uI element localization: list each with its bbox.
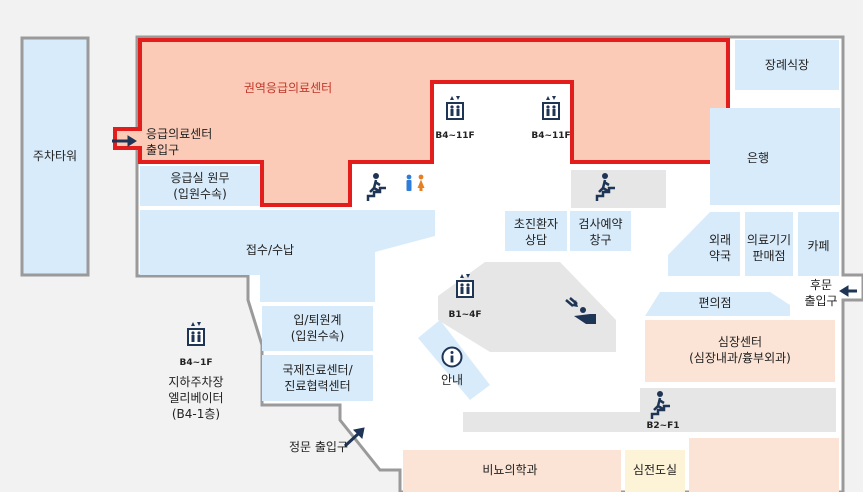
elevator-floor-label: B1~4F bbox=[448, 310, 482, 320]
admission-label: 입/퇴원계(입원수속) bbox=[290, 313, 345, 343]
entrance-arrow-icon bbox=[112, 135, 137, 147]
ecg-label: 심전도실 bbox=[632, 463, 678, 477]
restroom-icon bbox=[403, 174, 427, 196]
pharmacy-area[interactable] bbox=[668, 212, 740, 276]
funeral-hall-label: 장례식장 bbox=[764, 58, 810, 72]
cafe-label: 카페 bbox=[807, 239, 830, 253]
first-visit-area[interactable] bbox=[505, 211, 567, 251]
stairs-icon bbox=[366, 172, 388, 206]
reception-area[interactable] bbox=[140, 210, 435, 302]
heart-center-label: 심장센터(심장내과/흉부외과) bbox=[689, 335, 791, 365]
corridor-bottom bbox=[463, 388, 836, 432]
escalator-icon bbox=[564, 296, 600, 334]
bank-area[interactable] bbox=[710, 108, 840, 205]
emergency-admin-area[interactable] bbox=[140, 166, 260, 206]
convenience-area[interactable] bbox=[645, 292, 790, 316]
entrance-arrow-icon bbox=[839, 285, 857, 297]
funeral-hall-area[interactable] bbox=[735, 40, 839, 90]
medical-store-area[interactable] bbox=[745, 212, 793, 276]
elevator-icon bbox=[456, 272, 474, 310]
cafe-area[interactable] bbox=[798, 212, 839, 276]
stairs-icon bbox=[650, 390, 672, 424]
convenience-label: 편의점 bbox=[698, 296, 732, 310]
entrance-arrow-icon bbox=[343, 427, 365, 448]
emergency-admin-label: 응급실 원무(입원수속) bbox=[170, 171, 230, 201]
stairs-icon bbox=[595, 172, 617, 206]
urology-area[interactable] bbox=[403, 450, 621, 492]
right-bottom-room bbox=[689, 438, 839, 492]
admission-area[interactable] bbox=[262, 306, 373, 351]
bank-label: 은행 bbox=[746, 151, 770, 165]
info-label: 안내 bbox=[440, 373, 464, 387]
stairs-floor-label: B2~F1 bbox=[646, 421, 680, 431]
reception-label: 접수/수납 bbox=[245, 243, 295, 257]
emergency-center-label: 권역응급의료센터 bbox=[243, 81, 333, 95]
escalator-hall bbox=[438, 262, 616, 352]
elevator-icon bbox=[542, 94, 560, 132]
intl-center-label: 국제진료센터/진료협력센터 bbox=[282, 363, 353, 393]
elevator-icon bbox=[446, 94, 464, 132]
elevator-floor-label: B4~1F bbox=[179, 358, 213, 368]
ecg-area[interactable] bbox=[625, 450, 685, 492]
parking-tower-area[interactable] bbox=[20, 36, 90, 277]
exam-booking-area[interactable] bbox=[570, 211, 631, 251]
elevator-icon bbox=[187, 320, 205, 358]
urology-label: 비뇨의학과 bbox=[482, 463, 538, 477]
stairs-area-top bbox=[571, 170, 666, 208]
elevator-floor-label: B4~11F bbox=[531, 131, 571, 141]
parking-tower-label: 주차타워 bbox=[32, 149, 78, 163]
elevator-floor-label: B4~11F bbox=[435, 131, 475, 141]
main-entrance-label: 정문 출입구 bbox=[288, 440, 348, 454]
intl-center-area[interactable] bbox=[262, 355, 373, 401]
info-icon bbox=[441, 346, 463, 372]
heart-center-area[interactable] bbox=[645, 320, 835, 382]
